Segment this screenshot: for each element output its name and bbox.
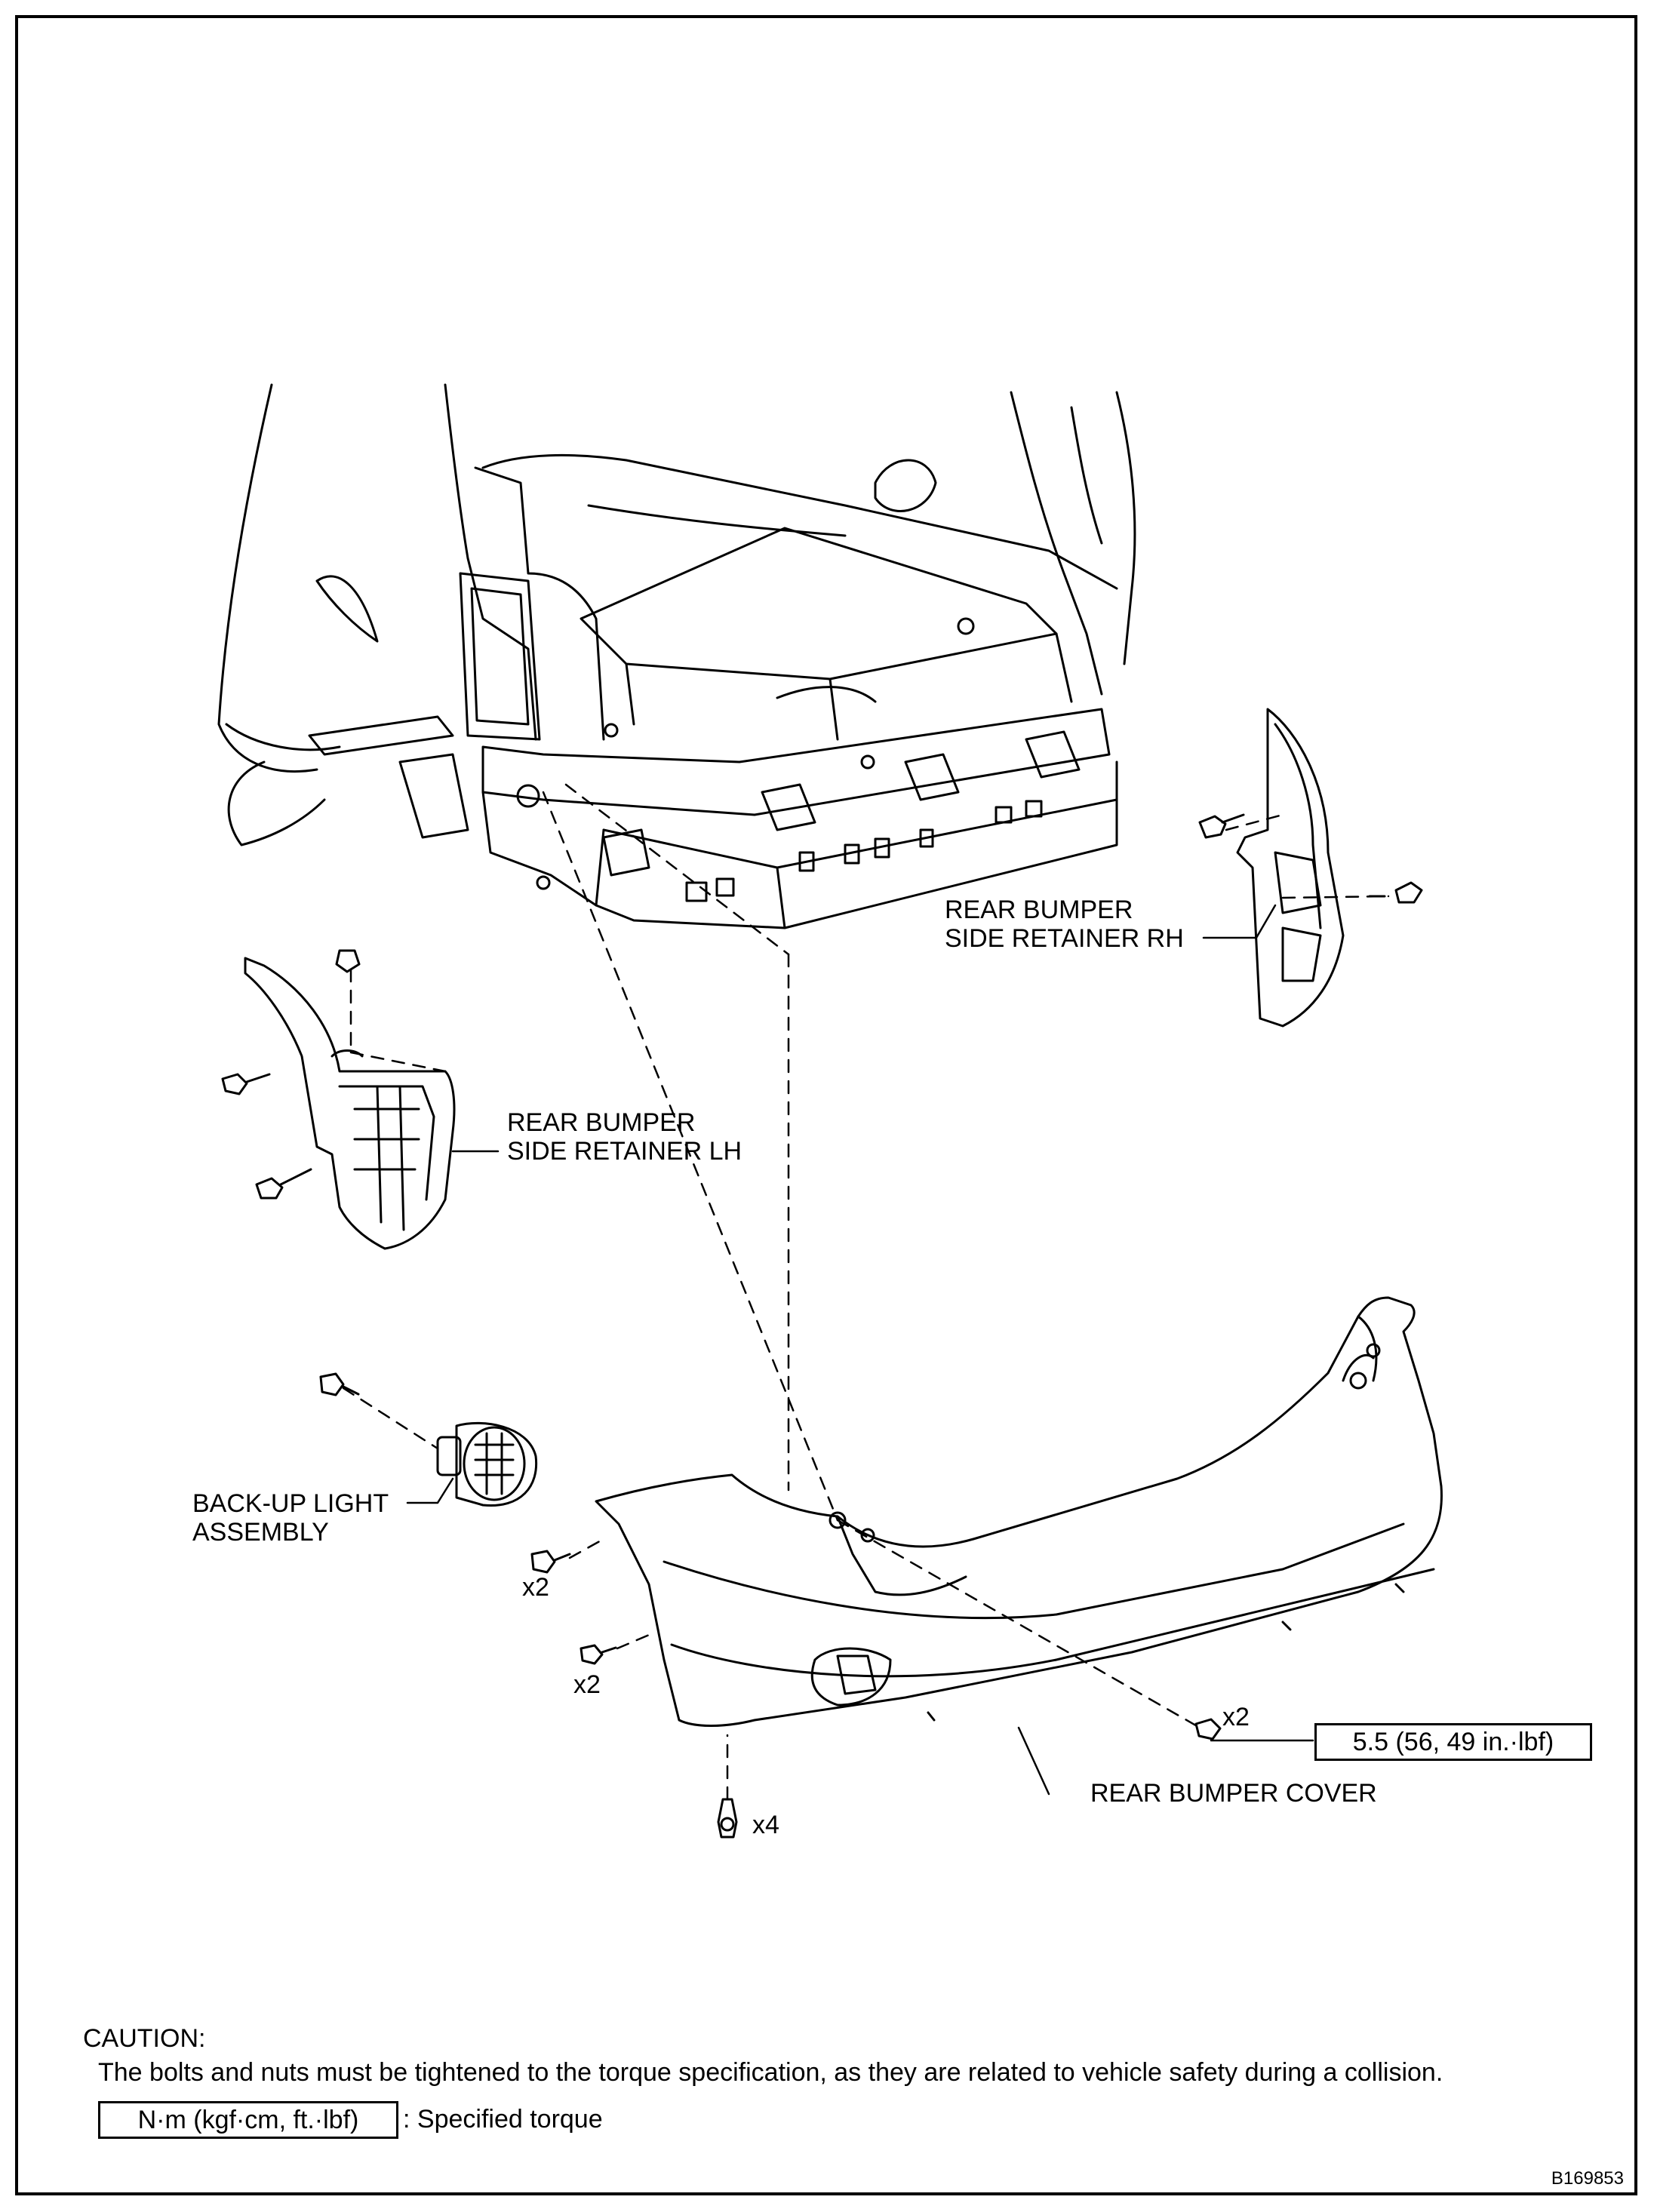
- diagram-frame: [15, 15, 1637, 2195]
- side-retainer-lh-part: [244, 957, 456, 1250]
- qty-label-screw-upper: x2: [522, 1573, 549, 1602]
- caution-text: The bolts and nuts must be tightened to …: [98, 2058, 1443, 2087]
- qty-label-screw-lower: x2: [573, 1670, 601, 1699]
- label-lh-line2: SIDE RETAINER LH: [507, 1137, 742, 1166]
- vehicle-rear-body: [217, 383, 1136, 929]
- back-up-light-part: [436, 1421, 538, 1507]
- torque-spec-box: 5.5 (56, 49 in.·lbf): [1314, 1723, 1592, 1761]
- rear-bumper-cover-part: [595, 1296, 1443, 1727]
- caution-title: CAUTION:: [83, 2024, 206, 2053]
- fasteners: [221, 813, 1423, 1839]
- label-lh-line1: REAR BUMPER: [507, 1108, 696, 1137]
- assembly-lines: [342, 783, 1390, 1801]
- torque-legend-text: : Specified torque: [403, 2105, 603, 2134]
- torque-legend-box: N·m (kgf·cm, ft.·lbf): [98, 2101, 398, 2139]
- side-retainer-rh-part: [1236, 708, 1345, 1028]
- figure-code: B169853: [1551, 2168, 1624, 2189]
- qty-label-torque-bolt: x2: [1222, 1703, 1250, 1731]
- label-rh-line1: REAR BUMPER: [945, 896, 1133, 924]
- label-backup-line2: ASSEMBLY: [192, 1518, 329, 1547]
- leader-lines: [406, 904, 1314, 1796]
- label-rh-line2: SIDE RETAINER RH: [945, 924, 1184, 953]
- label-backup-line1: BACK-UP LIGHT: [192, 1489, 389, 1518]
- qty-label-clip: x4: [752, 1811, 779, 1839]
- label-rear-bumper-cover: REAR BUMPER COVER: [1090, 1779, 1377, 1808]
